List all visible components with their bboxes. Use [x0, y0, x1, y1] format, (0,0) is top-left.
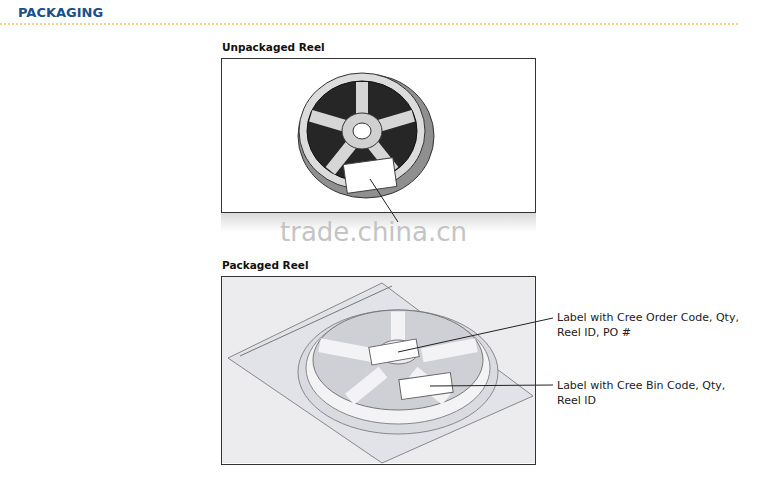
reel-spoke [422, 345, 476, 355]
reel-spoke [378, 116, 414, 127]
reel [298, 73, 434, 198]
watermark: trade.china.cn [280, 217, 467, 247]
leader-line [370, 179, 398, 222]
figure-frame: Packaged Reel [221, 276, 536, 465]
leader-line [398, 318, 553, 352]
title-rule [0, 24, 740, 25]
reel-spoke [356, 82, 368, 116]
figure-frame: Unpackaged Reel [221, 58, 536, 213]
reel-spoke [311, 116, 347, 127]
page-title: PACKAGING [18, 5, 103, 20]
leader-line [430, 385, 553, 386]
frame-heading: Unpackaged Reel [222, 41, 325, 53]
bagged-reel [222, 277, 535, 463]
reel-spoke [350, 372, 383, 399]
frame-heading: Packaged Reel [222, 259, 309, 271]
callout-label: Label with Cree Order Code, Qty, Reel ID… [557, 310, 742, 340]
reel-spoke [320, 345, 374, 355]
callout-label: Label with Cree Bin Code, Qty, Reel ID [557, 378, 742, 408]
